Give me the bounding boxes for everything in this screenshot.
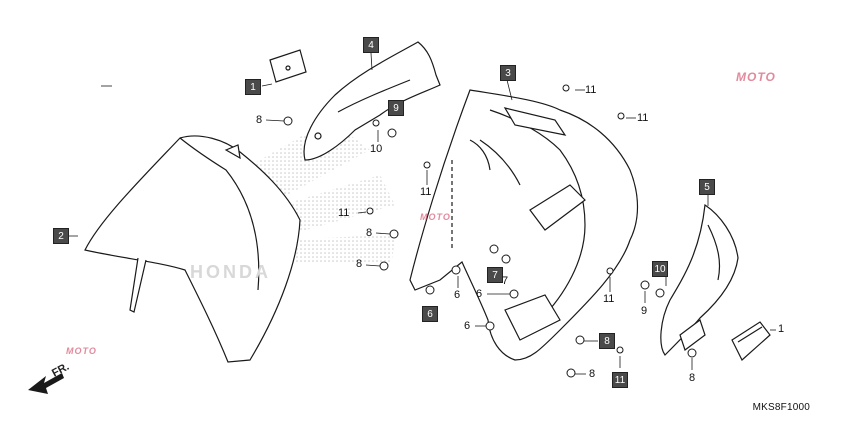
- part-callout-9-boxed[interactable]: 9: [388, 100, 404, 116]
- part-callout-4[interactable]: 4: [363, 37, 379, 53]
- part-callout-2[interactable]: 2: [53, 228, 69, 244]
- part-callout-7-boxed[interactable]: 7: [487, 267, 503, 283]
- moto-watermark-center: MOTO: [420, 212, 451, 222]
- part-callout-8e[interactable]: 8: [689, 372, 696, 384]
- part-callout-8c[interactable]: 8: [356, 258, 363, 270]
- part-callout-5[interactable]: 5: [699, 179, 715, 195]
- part-callout-11a[interactable]: 11: [585, 84, 597, 96]
- right-side-panel: [660, 203, 739, 356]
- part-callout-11b[interactable]: 11: [637, 112, 649, 124]
- part-callout-3[interactable]: 3: [500, 65, 516, 81]
- part-callout-11e[interactable]: 11: [603, 293, 615, 305]
- front-fender: [84, 135, 301, 363]
- part-callout-6-boxed[interactable]: 6: [422, 306, 438, 322]
- part-callout-6c[interactable]: 6: [464, 320, 471, 332]
- part-callout-8d[interactable]: 8: [589, 368, 596, 380]
- part-callout-6a[interactable]: 6: [454, 289, 461, 301]
- front-direction-arrow: [28, 373, 64, 394]
- moto-watermark-bottom-left: MOTO: [66, 346, 97, 356]
- front-cowl: [409, 89, 639, 361]
- upper-bracket: [303, 41, 441, 161]
- part-callout-11d[interactable]: 11: [338, 207, 350, 219]
- part-callout-6b[interactable]: 6: [476, 288, 483, 300]
- part-callout-1-right[interactable]: 1: [778, 323, 785, 335]
- diagram-code: MKS8F1000: [752, 402, 810, 413]
- part-callout-8b[interactable]: 8: [366, 227, 373, 239]
- part-callout-11-boxed[interactable]: 11: [612, 372, 628, 388]
- part-callout-10[interactable]: 10: [370, 143, 383, 155]
- plate-left: [269, 49, 307, 83]
- fasteners: [283, 84, 697, 378]
- part-callout-9[interactable]: 9: [641, 305, 648, 317]
- honda-wordmark: HONDA: [190, 262, 271, 282]
- moto-watermark-top-right: MOTO: [736, 70, 776, 84]
- part-callout-11c[interactable]: 11: [420, 186, 432, 198]
- leader-lines: [66, 52, 776, 375]
- part-callout-1-left[interactable]: 1: [245, 79, 261, 95]
- part-callout-8-boxed[interactable]: 8: [599, 333, 615, 349]
- part-callout-7[interactable]: 7: [502, 275, 509, 287]
- plate-right: [731, 321, 771, 361]
- part-callout-10-boxed[interactable]: 10: [652, 261, 668, 277]
- part-callout-8a[interactable]: 8: [256, 114, 263, 126]
